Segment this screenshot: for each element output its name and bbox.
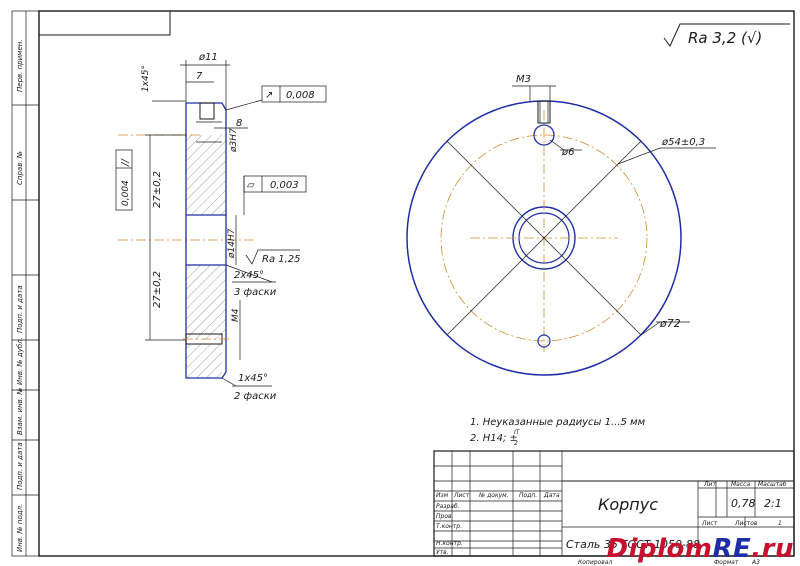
tb-header-sign: Подп.: [519, 492, 537, 499]
dim-bore-dia: ø14Н7: [227, 228, 237, 259]
side-label-1: Справ. №: [16, 151, 24, 185]
tb-col-mass: Масса: [731, 481, 750, 488]
tol-parallelism-value: 0,004: [121, 180, 131, 206]
dim-groove: 8: [236, 118, 242, 129]
bore-roughness-label: Ra 1,25: [262, 254, 301, 265]
dim-thread-section: М4: [231, 308, 241, 322]
tol-runout-value: 0,008: [286, 90, 315, 101]
dim-chamfer-bottom: 1х45°: [238, 373, 268, 384]
small-hole-top: [533, 124, 555, 146]
tol-flatness-symbol: ▱: [247, 180, 255, 191]
tb-sheets-label: Листов: [734, 520, 758, 527]
tb-header-date: Дата: [543, 492, 560, 499]
dim-chamfer-mid: 2х45°: [234, 270, 264, 281]
dim-chamfer-top: 1х45°: [141, 65, 151, 92]
tb-role-tcontrol: Т.контр.: [436, 523, 462, 530]
dim-chamfer-mid-note: 3 фаски: [234, 287, 277, 298]
side-label-3: Инв. № дубл.: [16, 337, 24, 385]
general-roughness: Ra 3,2 (√): [663, 23, 790, 47]
watermark-part-1: Diplom: [606, 534, 713, 564]
tb-role-developer: Разраб.: [436, 503, 460, 510]
tb-header-list: Лист: [453, 492, 470, 499]
runout-tolerance: ↗ 0,008: [225, 85, 327, 111]
site-watermark: DiplomRE.ru: [607, 534, 794, 564]
tb-title: Корпус: [598, 495, 658, 514]
side-label-0: Перв. примен.: [16, 39, 24, 92]
dim-chamfer-bottom-note: 2 фаски: [234, 391, 277, 402]
dim-small-hole: ø6: [561, 147, 574, 158]
side-label-6: Инв. № подл.: [16, 504, 24, 552]
tb-mass: 0,78: [731, 497, 756, 510]
tb-role-ncontrol: Н.контр.: [436, 540, 463, 547]
tb-sheets-count: 1: [778, 520, 782, 527]
dim-thread-front: М3: [516, 74, 531, 85]
lower-hatch: [186, 265, 226, 340]
corner-box: [39, 11, 171, 36]
tb-scale: 2:1: [764, 497, 782, 510]
tb-header-izm: Изм: [436, 492, 449, 499]
watermark-part-3: .ru: [751, 534, 794, 564]
tol-flatness-value: 0,003: [270, 180, 299, 191]
dim-upper-height: 27±0,2: [152, 171, 163, 208]
tb-material: Сталь 35 ГОСТ 1050-88: [566, 538, 700, 551]
dim-bolt-circle: ø54±0,3: [661, 137, 705, 148]
dim-width: 7: [196, 71, 203, 82]
title-block: Изм Лист № докум. Подп. Дата Разраб. Про…: [433, 450, 795, 557]
format-value: А3: [751, 559, 760, 566]
note-2: 2. Н14; ±: [470, 433, 518, 444]
flatness-tolerance: ▱ 0,003: [243, 175, 307, 215]
tol-parallelism-symbol: //: [120, 158, 131, 167]
dim-lower-height: 27±0,2: [152, 271, 163, 308]
note-1: 1. Неуказанные радиусы 1...5 мм: [470, 417, 646, 428]
dim-hole-dia: ø3Н7: [229, 128, 239, 153]
section-outline: [185, 102, 227, 216]
section-view: ø11 7 1х45° 8 ø3Н7 ↗ 0,008 ▱ 0,003: [115, 52, 327, 402]
dim-outer-dia-front: ø72: [659, 317, 681, 330]
tb-col-lit: Лит: [703, 481, 716, 488]
tb-role-checked: Пров.: [436, 513, 454, 520]
side-label-5: Подп. и дата: [16, 442, 24, 490]
upper-hatch: [186, 135, 226, 215]
tb-header-docnum: № докум.: [478, 492, 509, 499]
note-2-bottom: 2: [514, 440, 518, 447]
copied-label: Копировал: [578, 559, 612, 566]
general-roughness-label: Ra 3,2 (√): [688, 29, 762, 47]
dim-outer-dia: ø11: [198, 52, 218, 63]
side-stamp: Перв. примен. Справ. № Подп. и дата Инв.…: [11, 10, 40, 557]
side-label-2: Подп. и дата: [16, 285, 24, 333]
side-label-4: Взам. инв. №: [16, 387, 24, 435]
tb-sheet-label: Лист: [701, 520, 718, 527]
format-label: Формат: [714, 559, 739, 566]
watermark-part-2: RE: [712, 534, 752, 564]
bore-roughness: Ra 1,25: [245, 249, 301, 265]
tb-col-scale: Масштаб: [758, 481, 787, 488]
tol-runout-symbol: ↗: [265, 90, 273, 101]
note-2-top: IT: [514, 429, 521, 436]
tb-role-approved: Утв.: [436, 549, 449, 556]
small-hole-bottom: [537, 334, 551, 348]
bolt-circle: [440, 134, 648, 342]
front-view: М3 ø6 ø54±0,3 ø72: [406, 74, 716, 376]
parallelism-tolerance: // 0,004: [115, 149, 133, 211]
technical-notes: 1. Неуказанные радиусы 1...5 мм 2. Н14; …: [470, 417, 646, 447]
